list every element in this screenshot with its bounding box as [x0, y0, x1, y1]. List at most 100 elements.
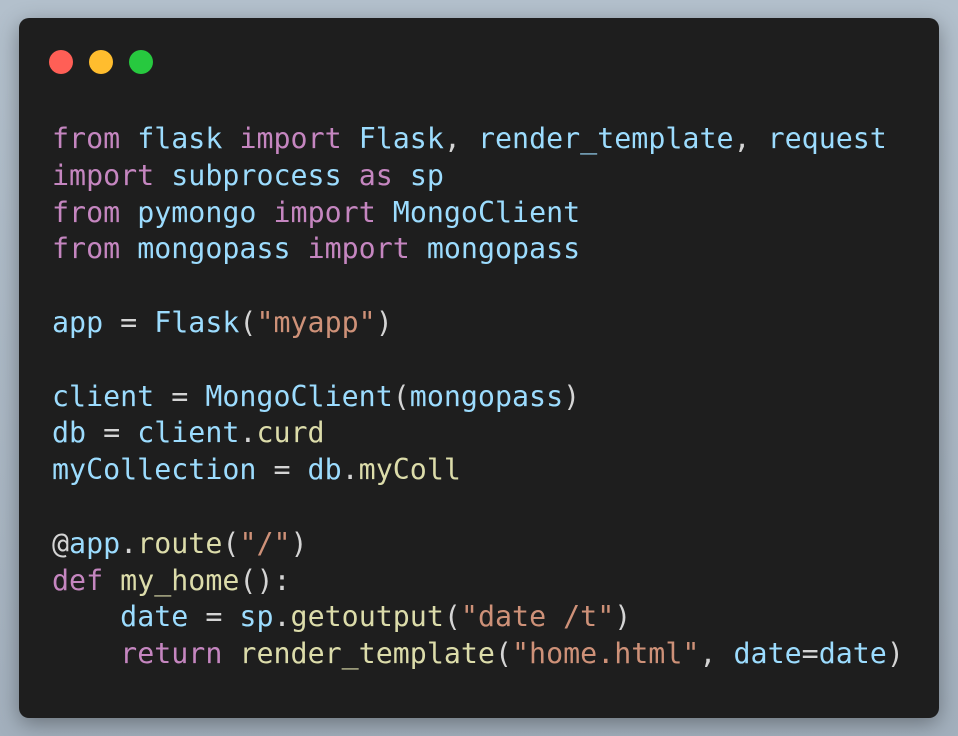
punctuation-token: ): [290, 526, 308, 560]
window-controls: [49, 50, 153, 74]
code-line: client = MongoClient(mongopass): [52, 379, 904, 416]
identifier-token: MongoClient: [392, 195, 581, 229]
punctuation-token: ): [563, 379, 581, 413]
code-line: db = client.curd: [52, 415, 904, 452]
keyword-token: import: [52, 158, 155, 192]
whitespace-token: [222, 637, 239, 670]
whitespace-token: [154, 159, 171, 192]
code-line: date = sp.getoutput("date /t"): [52, 599, 904, 636]
identifier-token: db: [307, 453, 342, 487]
punctuation-token: .: [239, 416, 257, 450]
punctuation-token: ): [886, 637, 904, 671]
code-line: [52, 342, 904, 379]
identifier-token: mongopass: [409, 379, 564, 413]
code-line: @app.route("/"): [52, 526, 904, 563]
code-line: from mongopass import mongopass: [52, 231, 904, 268]
whitespace-token: [120, 232, 137, 265]
whitespace-token: [342, 159, 359, 192]
whitespace-token: [256, 196, 273, 229]
identifier-token: app: [52, 305, 104, 339]
identifier-token: pymongo: [137, 195, 257, 229]
punctuation-token: ():: [239, 563, 291, 597]
whitespace-token: [410, 232, 427, 265]
identifier-token: client: [137, 416, 240, 450]
whitespace-token: [291, 232, 308, 265]
whitespace-token: [376, 196, 393, 229]
code-line: import subprocess as sp: [52, 158, 904, 195]
identifier-token: flask: [137, 122, 223, 155]
close-button[interactable]: [49, 50, 73, 74]
identifier-token: Flask: [358, 122, 444, 155]
whitespace-token: [52, 600, 120, 633]
identifier-token: db: [52, 416, 87, 450]
punctuation-token: ,: [443, 122, 478, 155]
identifier-token: mongopass: [137, 232, 291, 266]
string-token: "date /t": [460, 600, 615, 634]
punctuation-token: (: [239, 305, 257, 339]
identifier-token: Flask: [154, 305, 240, 339]
code-window: from flask import Flask, render_template…: [19, 18, 939, 718]
zoom-button[interactable]: [129, 50, 153, 74]
punctuation-token: =: [801, 637, 819, 671]
identifier-token: date: [733, 637, 802, 671]
code-line: def my_home():: [52, 563, 904, 600]
keyword-token: import: [273, 195, 376, 229]
punctuation-token: (: [443, 600, 461, 634]
identifier-token: app: [69, 526, 121, 560]
function-token: getoutput: [290, 600, 444, 634]
whitespace-token: [52, 637, 120, 670]
code-line: return render_template("home.html", date…: [52, 636, 904, 673]
identifier-token: render_template: [477, 122, 734, 155]
code-line: app = Flask("myapp"): [52, 305, 904, 342]
code-line: myCollection = db.myColl: [52, 452, 904, 489]
identifier-token: MongoClient: [205, 379, 393, 413]
minimize-button[interactable]: [89, 50, 113, 74]
whitespace-token: [393, 159, 410, 192]
punctuation-token: =: [188, 600, 240, 634]
keyword-token: from: [52, 122, 121, 155]
punctuation-token: @: [52, 526, 70, 560]
whitespace-token: [120, 196, 137, 229]
keyword-token: def: [52, 563, 104, 597]
punctuation-token: .: [273, 600, 291, 634]
keyword-token: from: [52, 232, 121, 266]
punctuation-token: ): [614, 600, 632, 634]
whitespace-token: [342, 122, 359, 155]
punctuation-token: =: [256, 453, 308, 487]
function-token: render_template: [239, 637, 495, 671]
string-token: "home.html": [512, 637, 700, 671]
punctuation-token: ,: [699, 637, 734, 671]
punctuation-token: (: [392, 379, 410, 413]
whitespace-token: [222, 122, 239, 155]
keyword-token: return: [120, 637, 223, 671]
identifier-token: client: [52, 379, 155, 413]
code-line: from flask import Flask, render_template…: [52, 121, 904, 158]
identifier-token: subprocess: [171, 158, 342, 192]
punctuation-token: ): [375, 305, 393, 339]
keyword-token: import: [239, 122, 342, 155]
function-token: my_home: [120, 563, 240, 597]
punctuation-token: .: [341, 453, 359, 487]
punctuation-token: =: [86, 416, 138, 450]
function-token: curd: [256, 416, 325, 450]
code-block: from flask import Flask, render_template…: [52, 121, 904, 673]
identifier-token: date: [818, 637, 887, 671]
code-line: from pymongo import MongoClient: [52, 195, 904, 232]
punctuation-token: (: [222, 526, 240, 560]
whitespace-token: [103, 564, 120, 597]
punctuation-token: .: [120, 526, 138, 560]
punctuation-token: =: [103, 305, 155, 339]
code-line: [52, 268, 904, 305]
whitespace-token: [120, 122, 137, 155]
identifier-token: sp: [409, 158, 444, 192]
keyword-token: as: [358, 158, 393, 192]
identifier-token: request: [767, 122, 887, 155]
keyword-token: from: [52, 195, 121, 229]
punctuation-token: =: [154, 379, 206, 413]
punctuation-token: ,: [733, 122, 768, 155]
function-token: myColl: [358, 453, 461, 487]
code-line: [52, 489, 904, 526]
string-token: "/": [239, 526, 291, 560]
string-token: "myapp": [256, 305, 376, 339]
identifier-token: mongopass: [426, 232, 581, 266]
